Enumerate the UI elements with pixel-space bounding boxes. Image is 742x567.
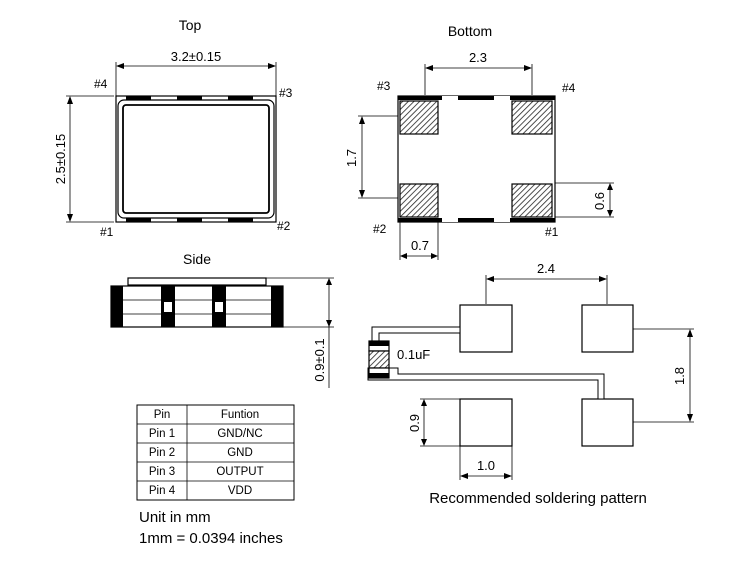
bottom-padheight-arrow-top bbox=[607, 183, 613, 190]
bottom-spacing-arrow-right bbox=[524, 65, 532, 71]
bottom-padwidth-dim: 0.7 bbox=[411, 238, 429, 253]
bottom-padwidth-arrow-right bbox=[431, 253, 438, 259]
bottom-notch-gap bbox=[494, 218, 510, 222]
top-lid bbox=[122, 104, 270, 214]
capacitor-body bbox=[368, 350, 390, 369]
top-pin-3-label: #3 bbox=[279, 86, 293, 100]
side-terminal-gap bbox=[164, 302, 172, 312]
bottom-pad-4 bbox=[511, 100, 553, 135]
top-view: Top 3.2±0.15 2.5±0.15 #4 #3 #1 #2 bbox=[53, 17, 293, 239]
top-view-title: Top bbox=[179, 17, 202, 33]
top-notch bbox=[228, 96, 253, 100]
bottom-edge-band-bottom bbox=[398, 218, 555, 222]
side-thickness-arrow-top bbox=[326, 278, 332, 285]
side-thickness-arrow-bottom bbox=[326, 320, 332, 327]
pattern-hspace-dim: 2.4 bbox=[537, 261, 555, 276]
bottom-spacing-arrow-left bbox=[425, 65, 433, 71]
pattern-trace-bottom bbox=[367, 367, 605, 400]
pattern-padheight-dim: 0.9 bbox=[407, 414, 422, 432]
side-body bbox=[110, 285, 284, 328]
pattern-vspace-arrow-bottom bbox=[687, 414, 693, 422]
top-width-arrow-left bbox=[116, 63, 124, 69]
pin-table-header-function: Funtion bbox=[221, 409, 259, 421]
pin-table-cell: Pin 1 bbox=[149, 428, 175, 440]
pattern-vspace-dim: 1.8 bbox=[672, 367, 687, 385]
pattern-vspace-arrow-top bbox=[687, 329, 693, 337]
bottom-edge-band-top bbox=[398, 96, 555, 100]
side-view: Side 0.9±0.1 bbox=[110, 251, 334, 388]
bottom-pitch-arrow-top bbox=[359, 116, 365, 124]
pin-table-border bbox=[136, 404, 295, 501]
top-notch bbox=[177, 96, 202, 100]
pin-table: Pin Funtion Pin 1 GND/NC Pin 2 GND Pin 3… bbox=[136, 404, 295, 501]
bottom-notch-gap bbox=[442, 218, 458, 222]
pin-table-cell: Pin 2 bbox=[149, 447, 175, 459]
top-notch bbox=[126, 218, 151, 222]
side-terminal-gap bbox=[215, 302, 223, 312]
unit-note: Unit in mm bbox=[139, 509, 211, 526]
side-lid bbox=[127, 277, 267, 286]
bottom-view: Bottom 2.3 1.7 0.6 bbox=[344, 23, 614, 260]
pin-table-cell: GND bbox=[227, 447, 253, 459]
capacitor-band-top bbox=[369, 341, 389, 346]
bottom-pitch-dim: 1.7 bbox=[344, 149, 359, 167]
bottom-pin-4-label: #4 bbox=[562, 81, 576, 95]
top-notch bbox=[228, 218, 253, 222]
bottom-pad-1 bbox=[511, 183, 553, 218]
pattern-hspace-arrow-right bbox=[599, 276, 607, 282]
bottom-pin-1-label: #1 bbox=[545, 225, 559, 239]
pin-table-header-pin: Pin bbox=[154, 409, 171, 421]
top-height-arrow-top bbox=[67, 96, 73, 104]
bottom-padwidth-arrow-left bbox=[400, 253, 407, 259]
pin-table-cell: Pin 3 bbox=[149, 466, 175, 478]
bottom-notch-gap bbox=[442, 96, 458, 100]
pattern-padheight-arrow-top bbox=[421, 399, 427, 406]
top-pin-2-label: #2 bbox=[277, 219, 291, 233]
pin-table-cell: GND/NC bbox=[217, 428, 262, 440]
bottom-pad-2 bbox=[399, 183, 439, 218]
pattern-hspace-arrow-left bbox=[486, 276, 494, 282]
bottom-spacing-dim: 2.3 bbox=[469, 50, 487, 65]
pattern-padwidth-dim: 1.0 bbox=[477, 458, 495, 473]
pin-table-cell: VDD bbox=[228, 485, 252, 497]
top-height-arrow-bottom bbox=[67, 214, 73, 222]
pattern-pad-top-left bbox=[459, 304, 513, 353]
pattern-pad-top-right bbox=[581, 304, 634, 353]
bottom-padheight-dim: 0.6 bbox=[592, 192, 607, 210]
side-view-title: Side bbox=[183, 251, 211, 267]
top-pin-1-label: #1 bbox=[100, 225, 114, 239]
bottom-pitch-arrow-bottom bbox=[359, 190, 365, 198]
top-notch bbox=[177, 218, 202, 222]
pin-table-cell: Pin 4 bbox=[149, 485, 176, 497]
capacitor-label: 0.1uF bbox=[397, 347, 430, 362]
pattern-pad-bottom-left bbox=[459, 398, 513, 447]
side-thickness-dim: 0.9±0.1 bbox=[312, 338, 327, 381]
top-notch bbox=[126, 96, 151, 100]
bottom-notch-gap bbox=[494, 96, 510, 100]
bottom-pad-3 bbox=[399, 100, 439, 135]
pattern-padheight-arrow-bottom bbox=[421, 439, 427, 446]
top-width-arrow-right bbox=[268, 63, 276, 69]
side-terminal bbox=[271, 286, 283, 327]
bottom-view-title: Bottom bbox=[448, 23, 492, 39]
bottom-pin-3-label: #3 bbox=[377, 79, 391, 93]
pin-table-cell: OUTPUT bbox=[216, 466, 263, 478]
side-terminal bbox=[111, 286, 123, 327]
capacitor-band-bottom bbox=[369, 373, 389, 378]
bottom-padheight-arrow-bottom bbox=[607, 210, 613, 217]
pattern-pad-bottom-right bbox=[581, 398, 634, 447]
soldering-pattern: 2.4 1.8 0.1uF 0.9 1.0 bbox=[367, 261, 694, 507]
pattern-title: Recommended soldering pattern bbox=[429, 490, 647, 507]
top-height-dim: 2.5±0.15 bbox=[53, 134, 68, 185]
bottom-pin-2-label: #2 bbox=[373, 222, 387, 236]
pattern-padwidth-arrow-left bbox=[460, 473, 468, 479]
top-width-dim: 3.2±0.15 bbox=[171, 49, 222, 64]
pattern-padwidth-arrow-right bbox=[504, 473, 512, 479]
unit-conversion: 1mm = 0.0394 inches bbox=[139, 530, 283, 547]
top-pin-4-label: #4 bbox=[94, 77, 108, 91]
